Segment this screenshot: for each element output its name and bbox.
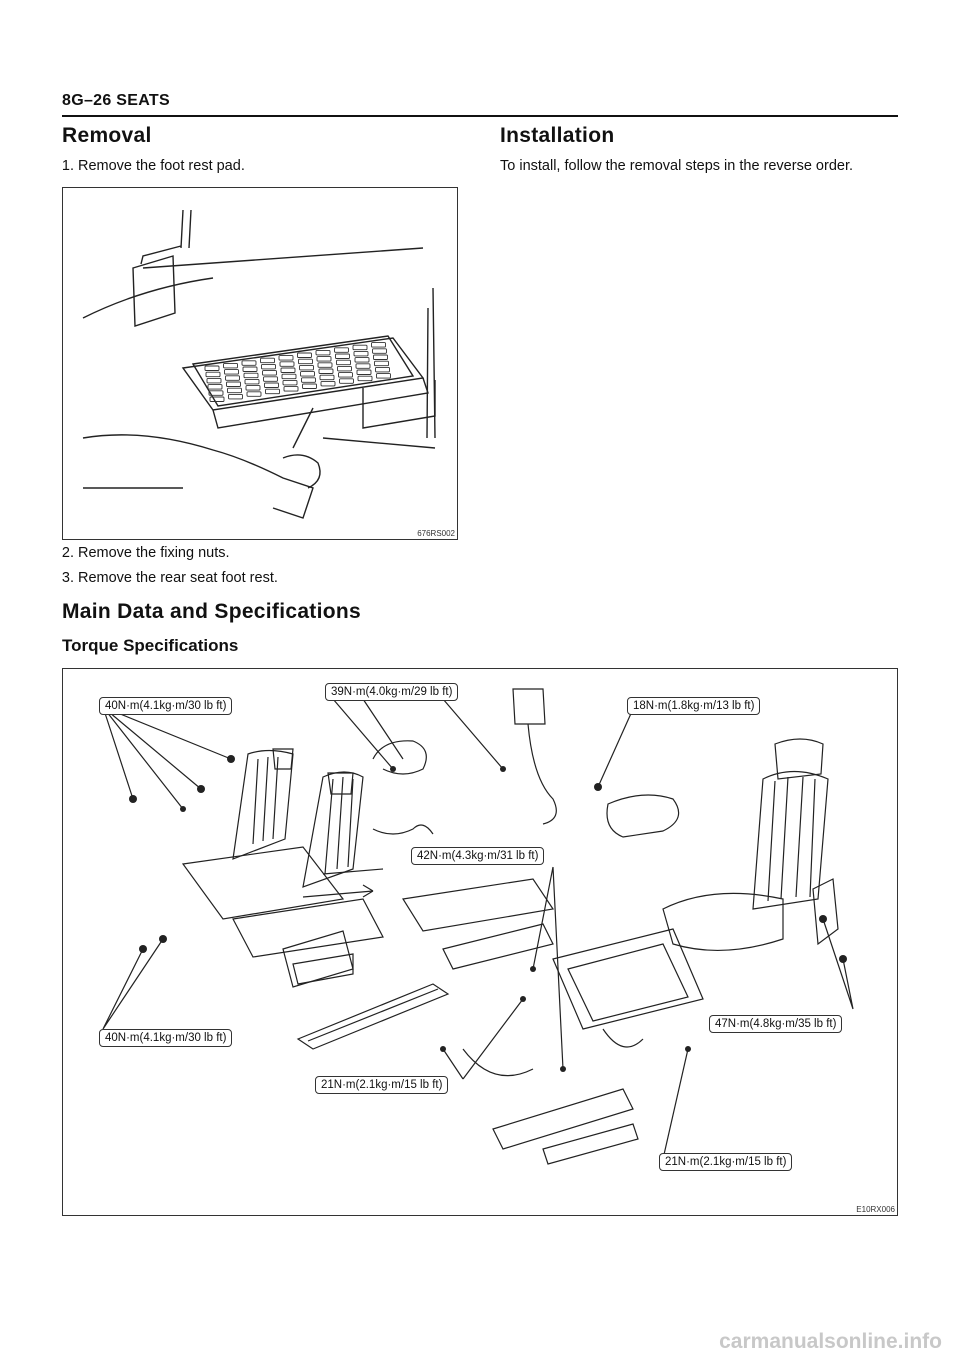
foot-rest-cell: [208, 390, 224, 396]
foot-rest-cell: [375, 366, 390, 373]
foot-rest-cell: [228, 393, 243, 400]
figure-code: E10RX006: [856, 1205, 895, 1214]
foot-rest-cell: [297, 352, 312, 358]
foot-rest-cell: [281, 373, 297, 380]
foot-rest-cell: [244, 378, 260, 385]
removal-step-2: 2.Remove the fixing nuts.: [52, 545, 230, 561]
step-number: 1.: [61, 158, 74, 174]
foot-rest-cell: [242, 366, 258, 372]
foot-rest-cell: [318, 368, 334, 374]
foot-rest-cell: [283, 386, 299, 392]
foot-rest-cell: [278, 355, 294, 361]
foot-rest-cell: [207, 384, 223, 390]
foot-rest-cell: [319, 374, 335, 381]
page-header: 8G–26 SEATS: [62, 92, 170, 109]
foot-rest-cell: [315, 349, 331, 356]
removal-heading: Removal: [62, 124, 152, 147]
foot-rest-cell: [334, 347, 349, 353]
foot-rest-cell: [205, 371, 221, 378]
foot-rest-cell: [355, 363, 371, 369]
foot-rest-cell: [209, 396, 225, 402]
foot-rest-cell: [371, 342, 386, 348]
foot-rest-cell: [352, 344, 368, 351]
foot-rest-grid: [204, 342, 391, 402]
torque-spec-figure: 40N·m(4.1kg·m/30 lb ft) 39N·m(4.0kg·m/29…: [62, 668, 898, 1216]
step-number: 2.: [61, 545, 74, 561]
foot-rest-cell: [241, 360, 257, 366]
foot-rest-cell: [373, 354, 388, 360]
step-text: Remove the foot rest pad.: [78, 158, 245, 174]
foot-rest-cell: [335, 353, 350, 359]
foot-rest-cell: [227, 387, 242, 394]
foot-rest-cell: [279, 361, 295, 367]
foot-rest-cell: [225, 375, 240, 381]
foot-rest-cell: [243, 372, 259, 379]
foot-rest-cell: [317, 362, 333, 368]
step-text: Remove the fixing nuts.: [78, 545, 230, 561]
foot-rest-cell: [300, 371, 315, 377]
torque-label: 21N·m(2.1kg·m/15 lb ft): [315, 1076, 449, 1094]
foot-rest-cell: [263, 376, 278, 382]
foot-rest-cell: [338, 372, 353, 378]
foot-rest-cell: [224, 369, 239, 375]
header-rule: [62, 115, 898, 117]
foot-rest-cell: [299, 364, 314, 371]
foot-rest-illustration: [82, 209, 436, 519]
foot-rest-cell: [337, 365, 352, 372]
foot-rest-cell: [301, 377, 316, 383]
foot-rest-cell: [357, 375, 373, 382]
foot-rest-cell: [356, 369, 372, 375]
foot-rest-cell: [354, 357, 370, 363]
removal-step-1: 1.Remove the foot rest pad.: [52, 158, 245, 174]
removal-step-3: 3.Remove the rear seat foot rest.: [52, 570, 278, 586]
foot-rest-cell: [372, 348, 387, 354]
foot-rest-cell: [264, 382, 279, 388]
foot-rest-cell: [339, 378, 354, 384]
foot-rest-cell: [353, 350, 369, 357]
foot-rest-cell: [376, 373, 391, 379]
foot-rest-cell: [280, 367, 296, 373]
torque-label: 21N·m(2.1kg·m/15 lb ft): [659, 1153, 793, 1171]
foot-rest-cell: [261, 363, 276, 370]
torque-label: 47N·m(4.8kg·m/35 lb ft): [709, 1015, 843, 1033]
foot-rest-cell: [226, 381, 241, 387]
foot-rest-cell: [260, 357, 275, 364]
foot-rest-cell: [316, 356, 332, 362]
foot-rest-cell: [262, 370, 277, 376]
installation-heading: Installation: [500, 124, 615, 147]
torque-label: 39N·m(4.0kg·m/29 lb ft): [325, 683, 459, 701]
torque-label: 18N·m(1.8kg·m/13 lb ft): [627, 697, 761, 715]
installation-text: To install, follow the removal steps in …: [500, 158, 853, 174]
torque-label: 40N·m(4.1kg·m/30 lb ft): [99, 697, 233, 715]
torque-label: 42N·m(4.3kg·m/31 lb ft): [411, 847, 545, 865]
foot-rest-cell: [336, 359, 351, 366]
foot-rest-cell: [265, 388, 280, 395]
foot-rest-cell: [204, 365, 220, 371]
specs-heading: Main Data and Specifications: [62, 600, 361, 623]
step-text: Remove the rear seat foot rest.: [78, 570, 278, 586]
foot-rest-cell: [223, 362, 238, 369]
foot-rest-cell: [320, 380, 336, 387]
torque-specs-subheading: Torque Specifications: [62, 636, 239, 655]
figure-code: 676RS002: [417, 529, 455, 538]
foot-rest-pad-figure: 676RS002: [62, 187, 458, 540]
foot-rest-cell: [298, 358, 313, 365]
step-number: 3.: [61, 570, 74, 586]
foot-rest-cell: [245, 385, 261, 391]
watermark: carmanualsonline.info: [719, 1330, 942, 1353]
foot-rest-cell: [374, 360, 389, 367]
seat-assembly-illustration: [102, 688, 854, 1165]
foot-rest-cell: [246, 391, 262, 397]
torque-label: 40N·m(4.1kg·m/30 lb ft): [99, 1029, 233, 1047]
foot-rest-cell: [282, 379, 298, 386]
foot-rest-cell: [302, 383, 317, 389]
foot-rest-cell: [206, 377, 222, 384]
